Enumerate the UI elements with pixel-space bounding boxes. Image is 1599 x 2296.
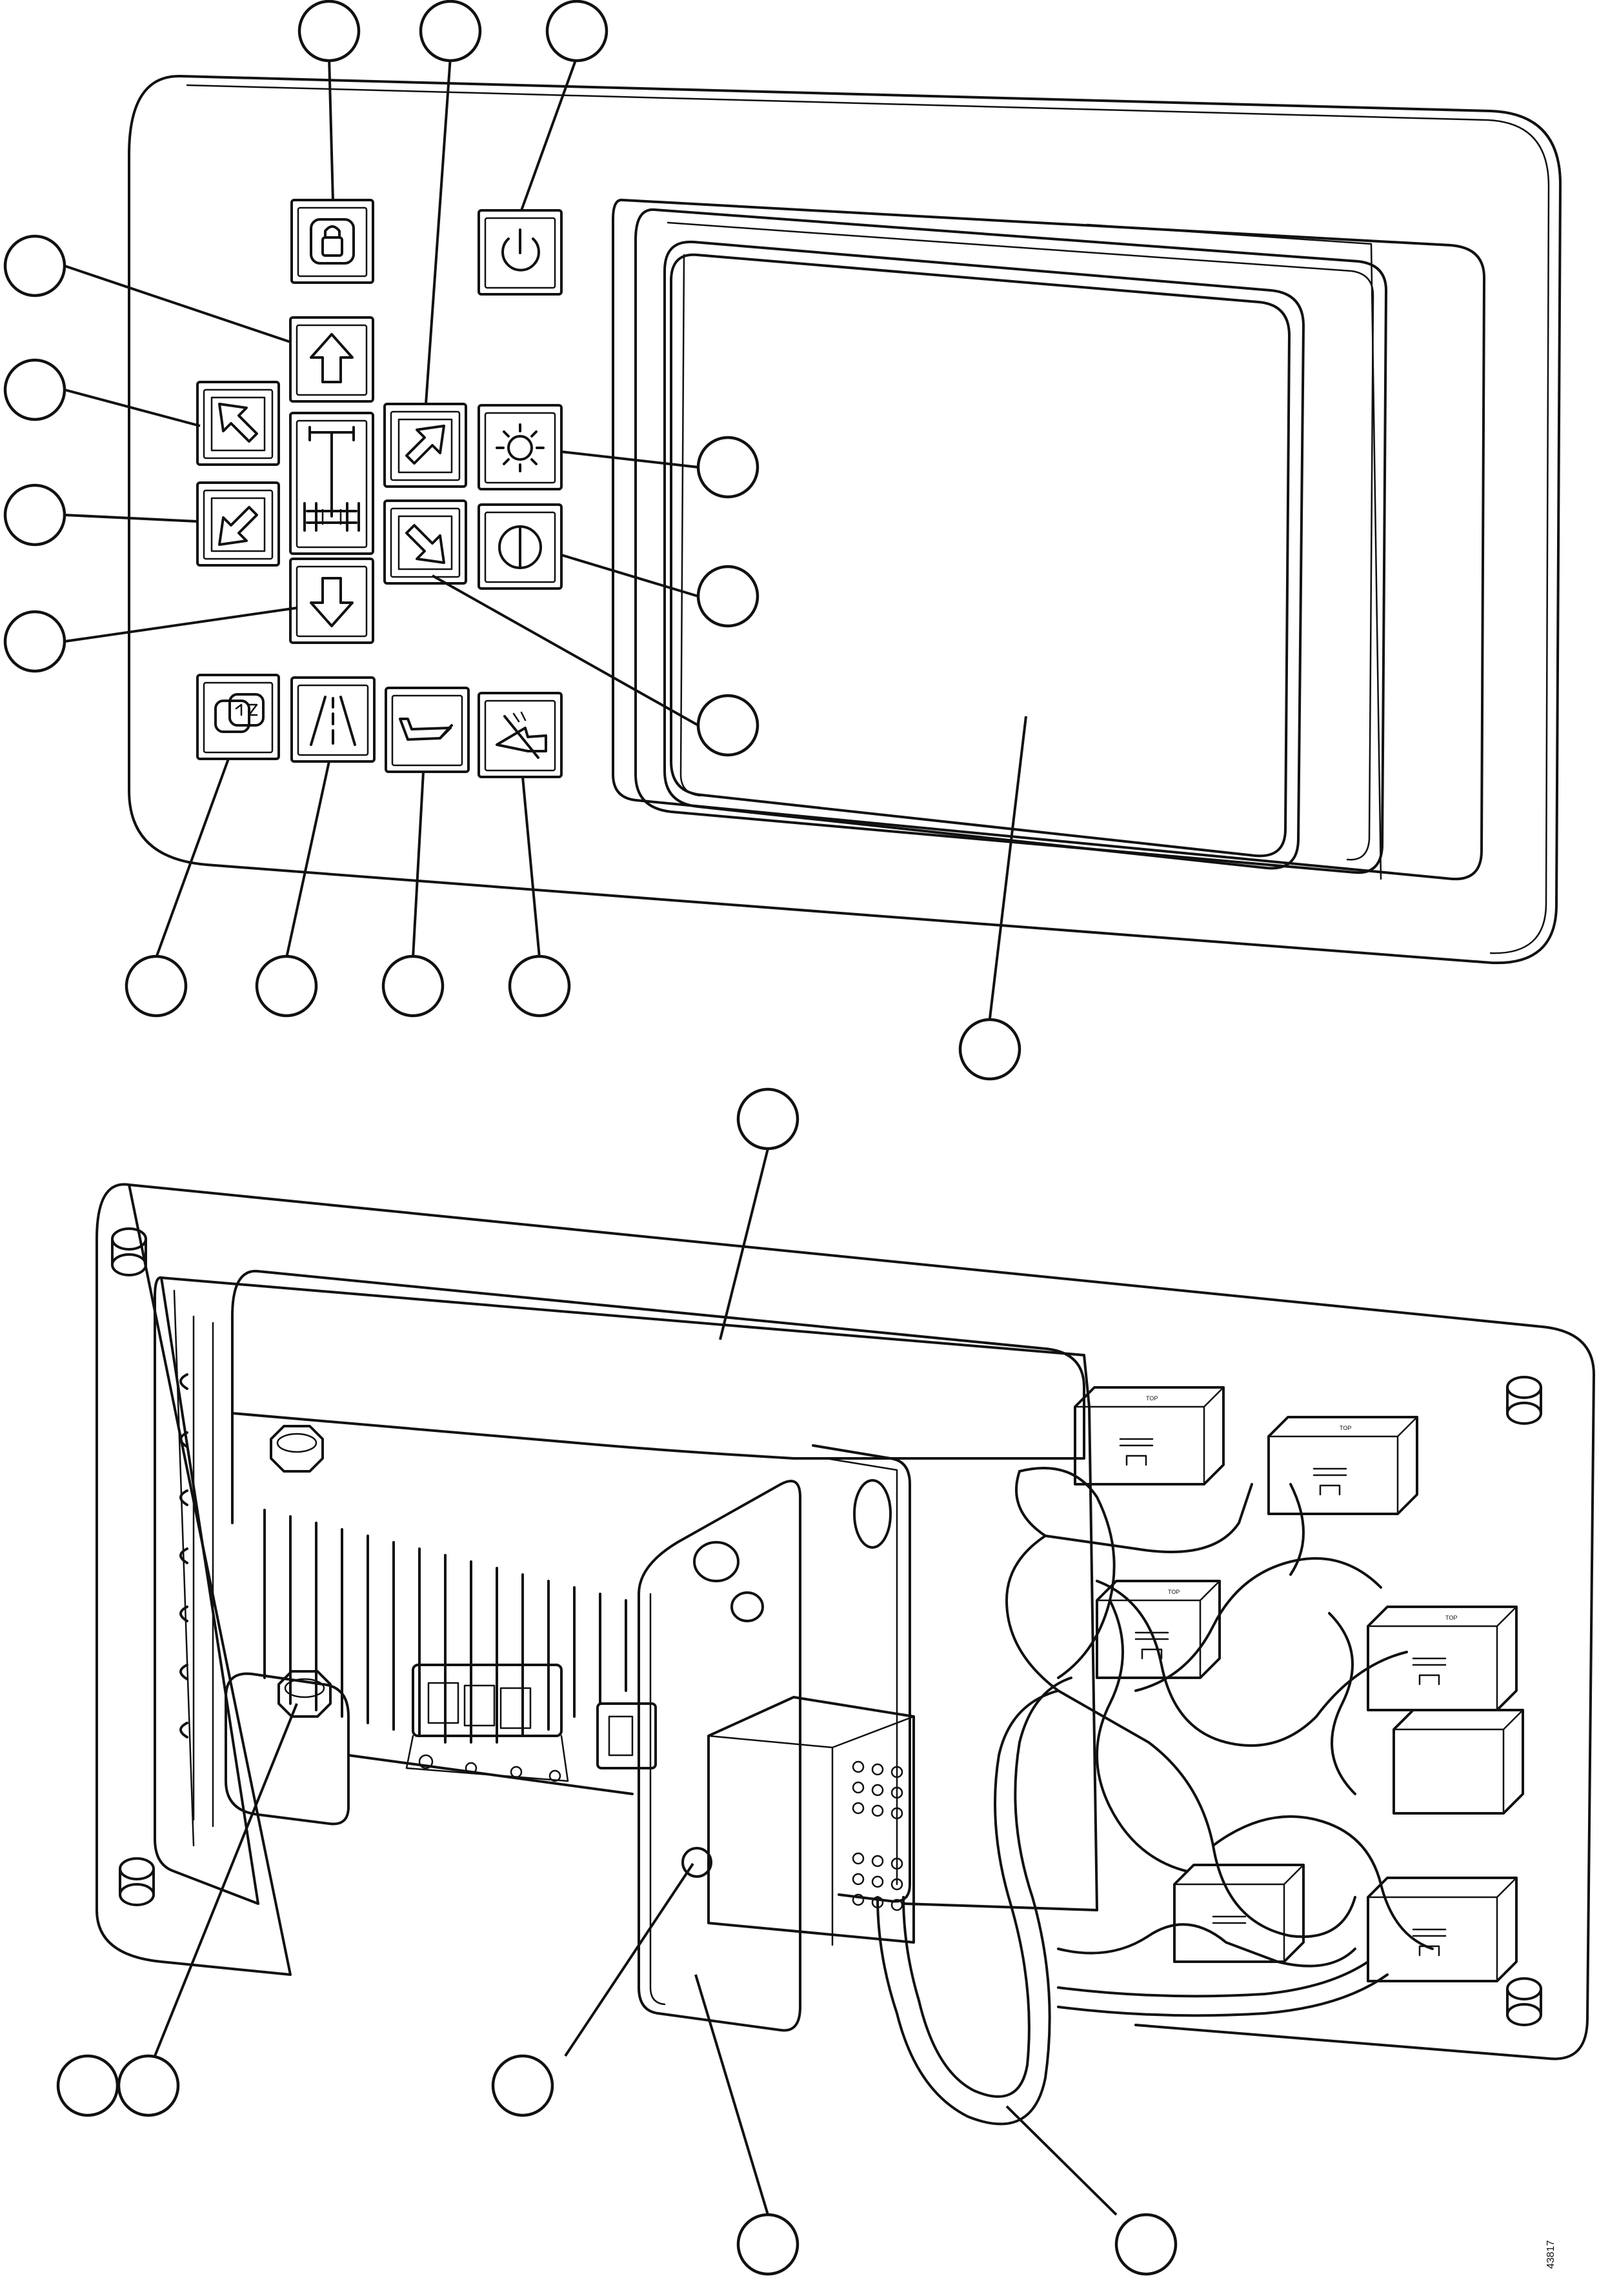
sensor-plug: TOP — [1074, 1386, 1225, 1485]
heat-sink — [179, 1315, 627, 1828]
callout-marker — [696, 565, 759, 628]
mounting-bracket — [231, 1269, 1085, 1460]
connector-top-label: TOP — [1168, 1589, 1180, 1595]
callout-marker — [3, 610, 66, 673]
connector-top-label: TOP — [1340, 1425, 1351, 1431]
callout-marker — [297, 0, 361, 63]
callout-marker — [3, 483, 66, 547]
internal-connector — [405, 1664, 569, 1782]
callout-marker — [696, 436, 759, 499]
callout-marker — [958, 1018, 1021, 1081]
connector-top-label: TOP — [1445, 1615, 1457, 1621]
down-right-arrow-button[interactable] — [383, 499, 467, 585]
callout-marker — [736, 2213, 800, 2276]
road-icon — [310, 696, 356, 746]
front-panel-view — [3, 0, 1562, 1081]
callout-marker — [117, 2054, 180, 2117]
harness-connector — [707, 1696, 915, 1946]
arrow-down-right-icon — [405, 524, 445, 564]
up-right-arrow-button[interactable] — [383, 403, 467, 488]
mounting-stud — [119, 1857, 155, 1906]
mounting-stud — [1506, 1977, 1542, 2026]
sensor-plug: TOP — [1096, 1580, 1221, 1679]
connector-pin-grid — [852, 1760, 903, 1911]
road-mode-button[interactable] — [290, 676, 376, 763]
callout-marker — [3, 234, 66, 297]
sun-icon — [496, 423, 545, 472]
lock-button[interactable] — [290, 199, 374, 284]
arrow-down-left-icon — [218, 506, 258, 546]
brightness-button[interactable] — [478, 404, 563, 490]
callout-marker — [736, 1087, 800, 1151]
callout-marker — [3, 358, 66, 421]
rear-panel-plate — [96, 1183, 1595, 2060]
up-arrow-button[interactable] — [289, 316, 374, 403]
sensor-plug: TOP — [1267, 1416, 1418, 1515]
sensor-plug — [1173, 1864, 1305, 1963]
bolt — [277, 1670, 332, 1718]
sensor-plug — [1393, 1709, 1524, 1815]
axle-layout-icon — [303, 426, 360, 532]
internal-connector — [596, 1702, 657, 1769]
arrow-up-right-icon — [405, 425, 445, 465]
callout-marker — [696, 694, 759, 757]
sensor-plug — [1367, 1877, 1518, 1982]
bolt — [270, 1425, 324, 1473]
front-panel-housing — [128, 74, 1562, 965]
rear-housing — [154, 1276, 1098, 1911]
figure-number: 43817 — [1545, 2240, 1556, 2269]
dump-body-icon — [399, 718, 453, 741]
callout-marker — [125, 954, 188, 1018]
callout-leaders-top — [64, 56, 1027, 1019]
callout-leaders-bottom — [154, 1148, 1118, 2216]
callout-marker — [419, 0, 482, 63]
camera-switch-icon — [214, 693, 265, 733]
mounting-stud — [111, 1227, 147, 1276]
camera-view-button[interactable] — [196, 674, 280, 760]
cable-harness — [876, 1467, 1434, 2126]
callout-marker — [381, 954, 445, 1018]
power-icon — [501, 228, 540, 272]
rear-mounting-plate — [638, 1480, 801, 2032]
down-arrow-button[interactable] — [289, 558, 374, 644]
connector-top-label: TOP — [1146, 1395, 1158, 1402]
display-screen — [612, 198, 1485, 881]
tipper-body-button[interactable] — [385, 687, 470, 773]
contrast-button[interactable] — [478, 503, 563, 590]
rear-view: TOP TOP TOP TOP — [56, 1087, 1595, 2276]
body-raise-disabled-icon — [496, 711, 547, 759]
body-lock-override-button[interactable] — [478, 692, 563, 778]
axle-steering-indicator — [289, 412, 374, 555]
power-button[interactable] — [478, 209, 563, 296]
callout-marker — [1114, 2213, 1178, 2276]
callout-marker — [56, 2054, 119, 2117]
mounting-stud — [1506, 1376, 1542, 1425]
callout-marker — [491, 2054, 554, 2117]
arrow-down-icon — [310, 577, 354, 627]
up-left-arrow-button[interactable] — [196, 381, 280, 466]
arrow-up-left-icon — [218, 403, 258, 443]
callout-marker — [255, 954, 318, 1018]
contrast-icon — [498, 525, 542, 569]
lock-icon — [310, 218, 355, 265]
callout-marker — [545, 0, 608, 63]
callout-marker — [508, 954, 571, 1018]
down-left-arrow-button[interactable] — [196, 481, 280, 567]
arrow-up-icon — [310, 333, 354, 383]
